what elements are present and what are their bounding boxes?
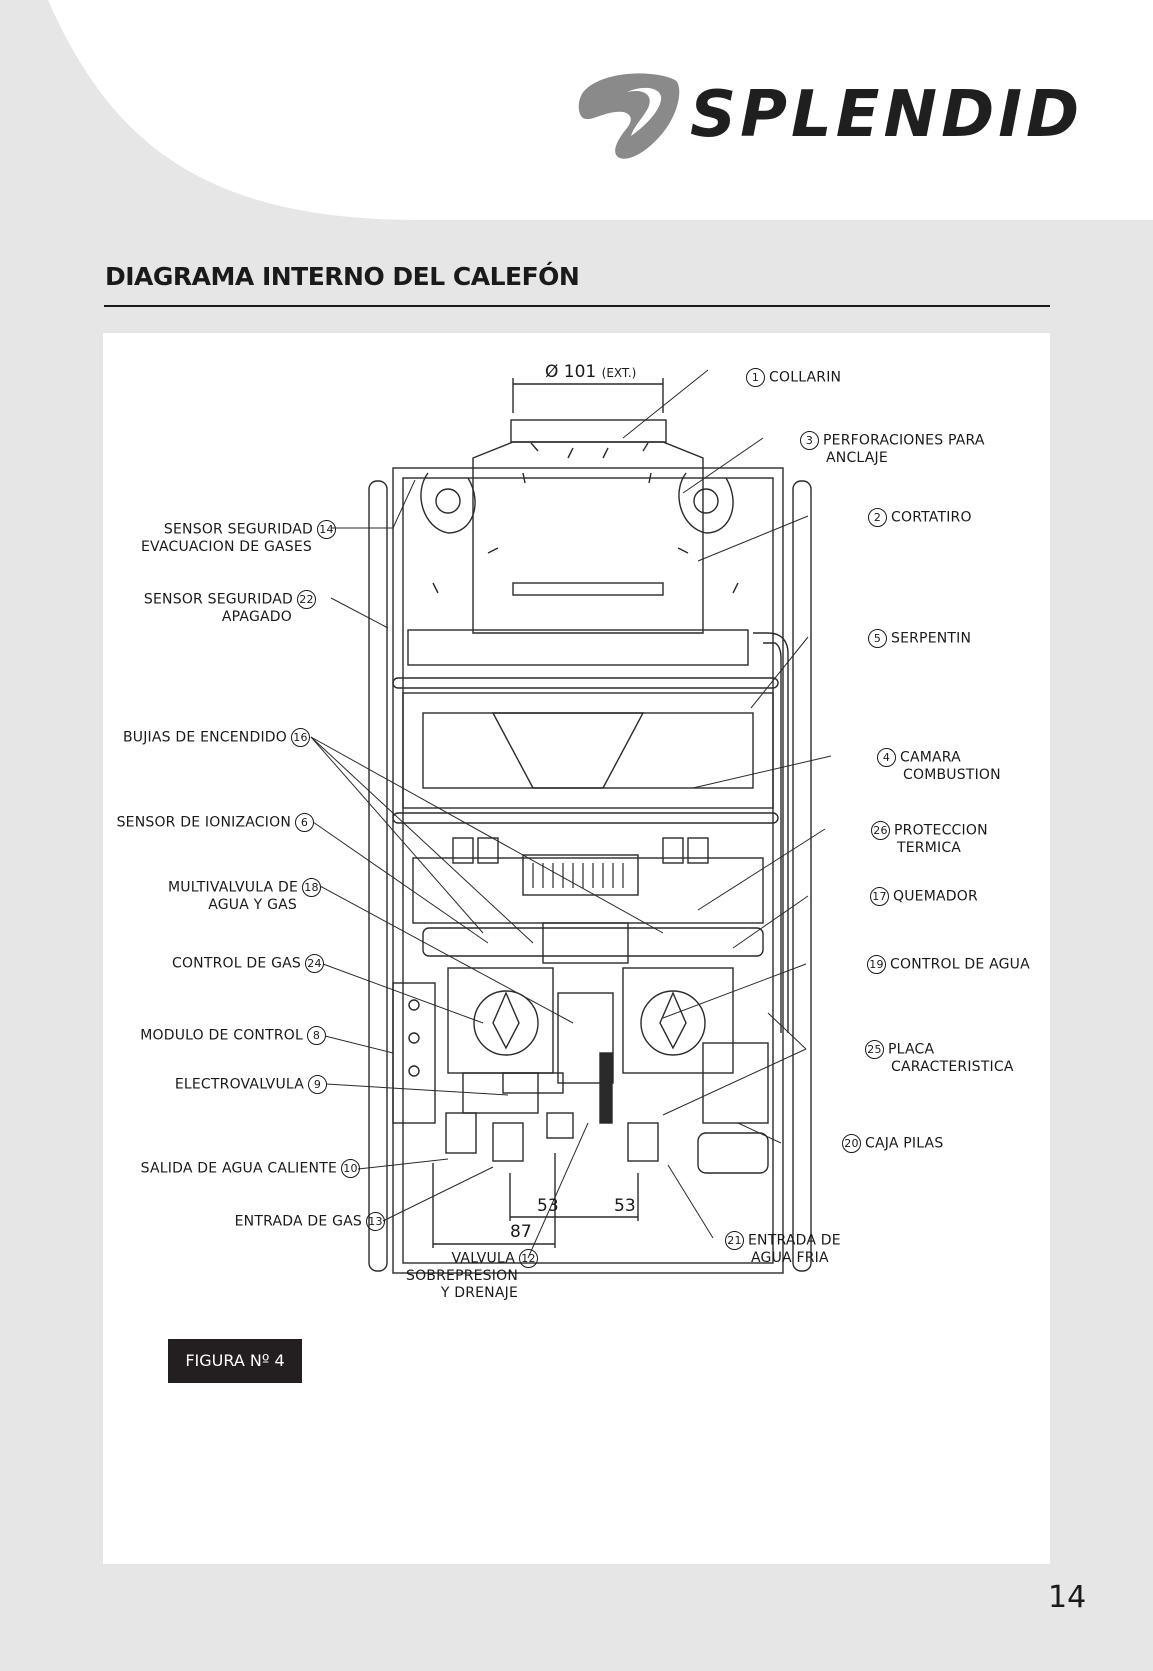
page-number: 14	[1048, 1580, 1087, 1615]
callout-number: 2	[868, 508, 887, 527]
brand-logo: SPLENDID	[575, 70, 1079, 170]
title-divider	[104, 305, 1050, 307]
callout-number: 18	[302, 878, 321, 897]
splendid-swirl-logo-icon	[578, 73, 680, 159]
section-title: DIAGRAMA INTERNO DEL CALEFÓN	[105, 262, 580, 291]
label-text: AGUA FRIA	[751, 1250, 829, 1266]
callout-number: 10	[341, 1159, 360, 1178]
callout-number: 5	[868, 629, 887, 648]
label-text: ANCLAJE	[826, 450, 888, 466]
callout-number: 25	[865, 1040, 884, 1059]
diameter-note: (EXT.)	[601, 366, 637, 380]
callout-number: 12	[519, 1249, 538, 1268]
heater-internal-diagram	[310, 369, 832, 1274]
label-text: CAJA PILAS	[865, 1135, 944, 1152]
label-text: COLLARIN	[769, 369, 842, 386]
callout-number: 9	[308, 1075, 327, 1094]
callout-number: 17	[870, 887, 889, 906]
dimension-87: 87	[510, 1222, 532, 1242]
label-text: SERPENTIN	[891, 630, 972, 647]
label-text: SENSOR DE IONIZACION	[116, 814, 291, 831]
label-text: CORTATIRO	[891, 509, 972, 526]
callout-number: 14	[317, 520, 336, 539]
label-text: APAGADO	[221, 609, 292, 625]
label-text: QUEMADOR	[893, 888, 978, 905]
label-text: CARACTERISTICA	[891, 1059, 1014, 1075]
callout-number: 3	[800, 431, 819, 450]
label-text: AGUA Y GAS	[208, 897, 297, 913]
callout-number: 26	[871, 821, 890, 840]
label-text: BUJIAS DE ENCENDIDO	[122, 729, 287, 746]
label-text: PROTECCION	[894, 822, 988, 839]
label-text: MULTIVALVULA DE	[168, 879, 298, 896]
label-text: PLACA	[888, 1041, 935, 1058]
label-text: COMBUSTION	[903, 767, 1001, 783]
dimension-53-left: 53	[537, 1196, 559, 1216]
figure-badge: FIGURA Nº 4	[168, 1339, 302, 1383]
label-text: ELECTROVALVULA	[174, 1076, 304, 1093]
callout-number: 1	[746, 368, 765, 387]
callout-number: 6	[295, 813, 314, 832]
callout-number: 19	[867, 955, 886, 974]
callout-number: 8	[307, 1026, 326, 1045]
label-text: SENSOR SEGURIDAD	[163, 521, 313, 538]
label-text: ENTRADA DE	[748, 1232, 841, 1249]
header-background-arc	[0, 0, 1153, 220]
callout-number: 16	[291, 728, 310, 747]
label-text: EVACUACION DE GASES	[141, 539, 312, 555]
label-text: CONTROL DE GAS	[171, 955, 301, 972]
brand-name: SPLENDID	[690, 78, 1084, 152]
label-text: SALIDA DE AGUA CALIENTE	[140, 1160, 337, 1177]
label-text: VALVULA	[451, 1250, 515, 1267]
label-text: ENTRADA DE GAS	[234, 1213, 362, 1230]
callout-number: 20	[842, 1134, 861, 1153]
label-text: CONTROL DE AGUA	[890, 956, 1030, 973]
label-text: Y DRENAJE	[440, 1285, 518, 1301]
label-text: CAMARA	[900, 749, 961, 766]
label-text: SENSOR SEGURIDAD	[143, 591, 293, 608]
callout-number: 22	[297, 590, 316, 609]
label-text: SOBREPRESION	[405, 1268, 518, 1284]
callout-number: 21	[725, 1231, 744, 1250]
dimension-53-right: 53	[614, 1196, 636, 1216]
label-text: PERFORACIONES PARA	[823, 432, 985, 449]
diameter-dimension: Ø 101 (EXT.)	[545, 362, 636, 382]
diameter-value: Ø 101	[545, 362, 597, 382]
callout-number: 4	[877, 748, 896, 767]
callout-number: 24	[305, 954, 324, 973]
label-text: TERMICA	[897, 840, 962, 856]
callout-number: 13	[366, 1212, 385, 1231]
label-text: MODULO DE CONTROL	[140, 1027, 303, 1044]
